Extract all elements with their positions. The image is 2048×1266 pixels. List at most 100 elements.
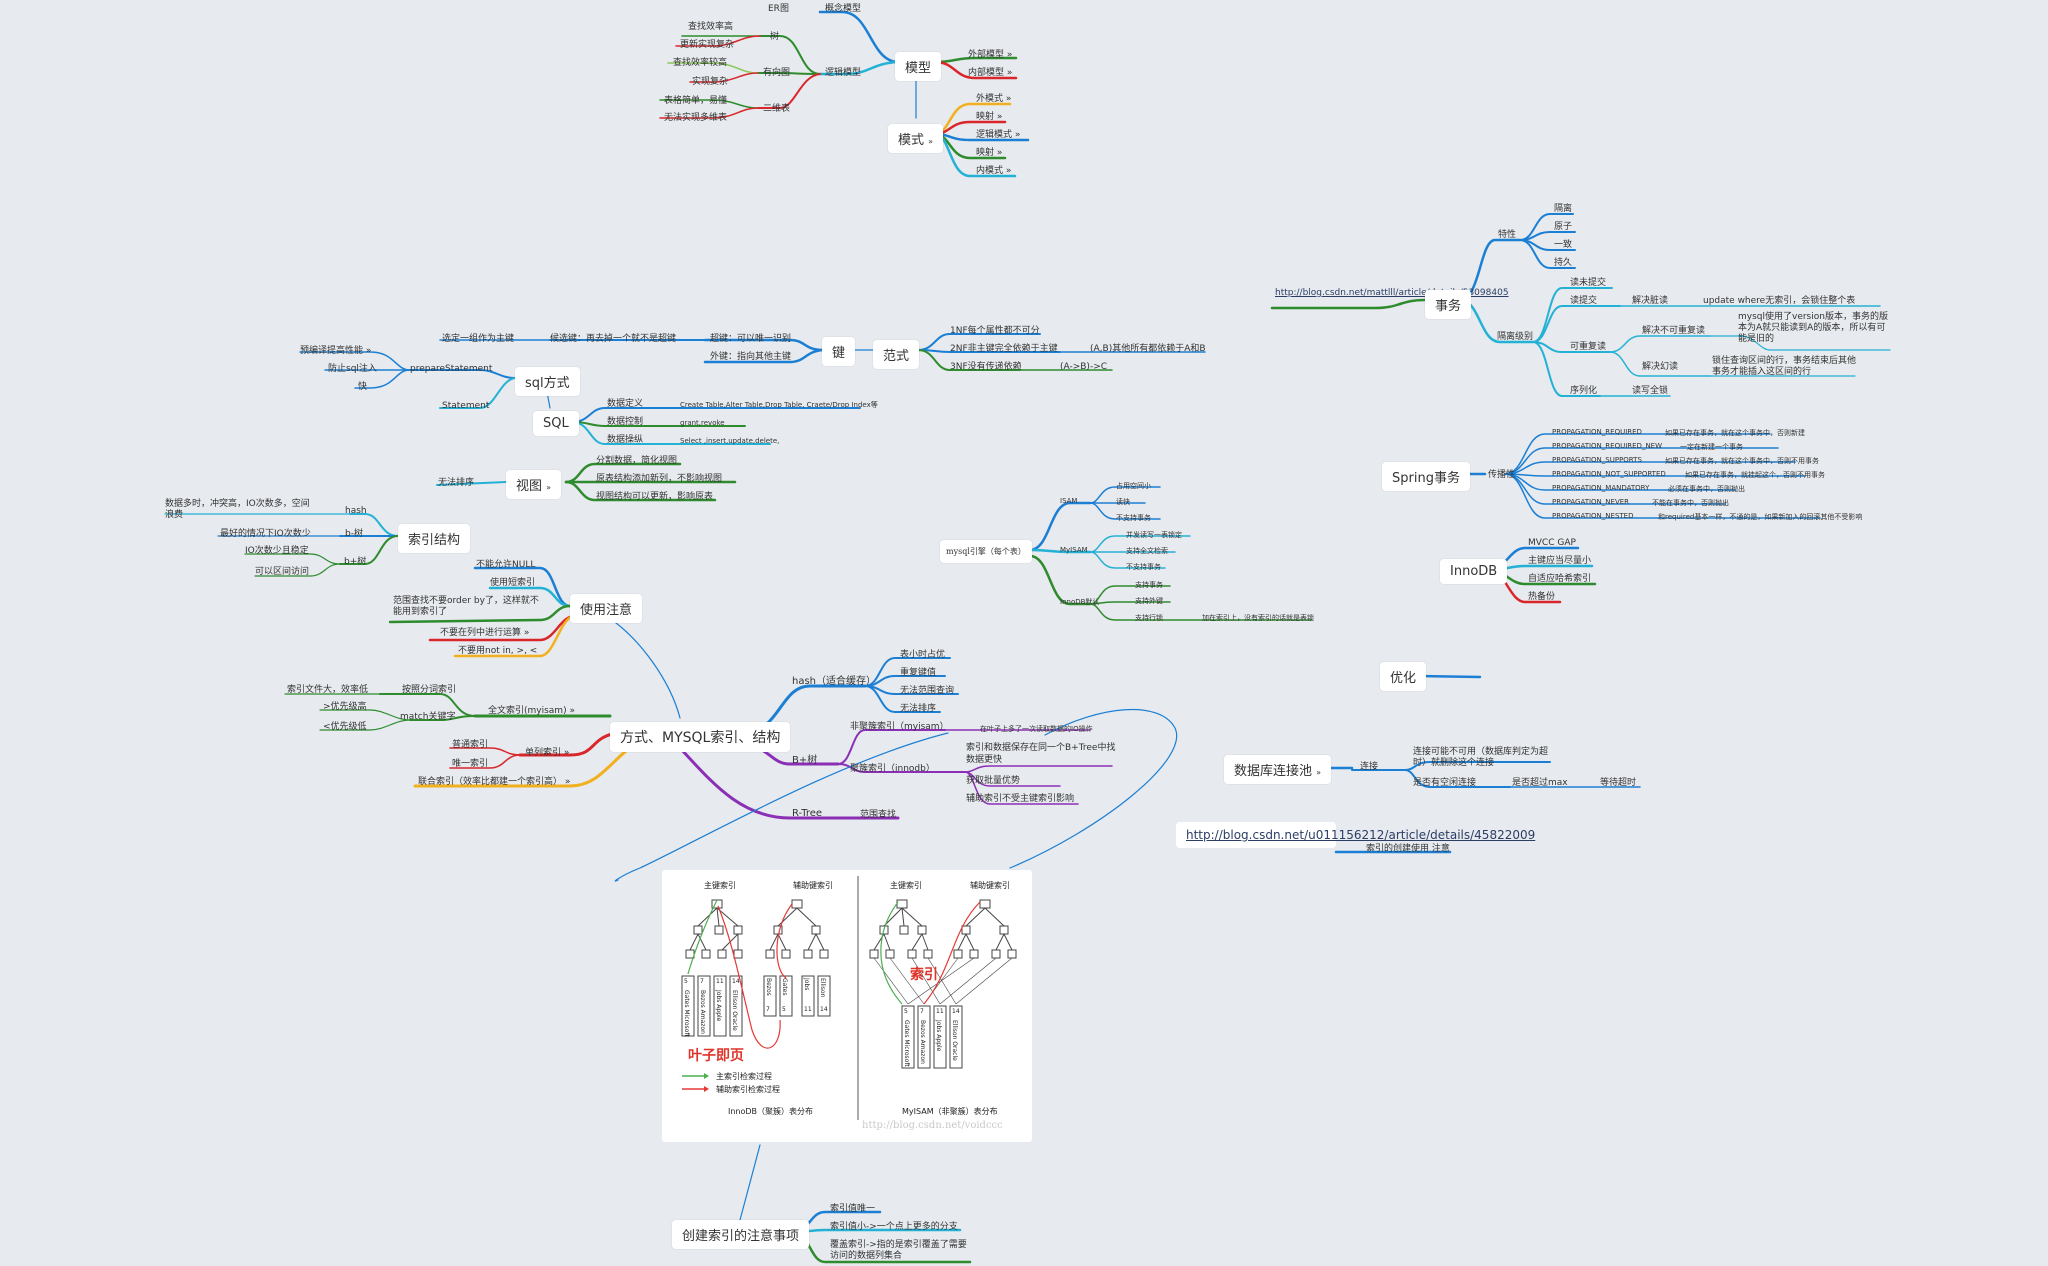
label-prop-nested-desc: 和required基本一样，不通的是，如果新加入的回滚其他不受影响 (1658, 513, 1863, 521)
label-no-sort: 无法排序 (438, 478, 475, 488)
label-btree-desc: 最好的情况下IO次数少 (220, 529, 311, 539)
label-match-kw: match关键字 (400, 712, 456, 722)
label-ci-2: 索引值小->一个点上更多的分支 (830, 1222, 958, 1232)
label-prop-nested: PROPAGATION_NESTED (1552, 512, 1634, 520)
label-prevent-inject: 防止sql注入 (328, 364, 377, 374)
label-statement: Statement (442, 401, 490, 411)
fig-leaf-key: 14 (732, 978, 740, 985)
node-sql-method[interactable]: sql方式 (515, 367, 580, 396)
fig-sec-leaf-key: 5 (782, 1006, 786, 1013)
label-isam-3: 不支持事务 (1116, 514, 1151, 522)
label-ddl: 数据定义 (607, 399, 644, 409)
node-transaction[interactable]: 事务 (1425, 290, 1472, 319)
label-isam: ISAM (1060, 497, 1078, 505)
fig-sec-leaf-key: 7 (766, 1006, 770, 1013)
node-index-structure[interactable]: 索引结构 (398, 524, 471, 553)
fig-sec-leaf-name: Jobs (803, 978, 810, 991)
label-range-query: 范围查找不要order by了，这样就不能用到索引了 (393, 596, 539, 617)
fig-leaf-key: 11 (716, 978, 724, 985)
fig-sec-leaf-name: Bezos (765, 978, 772, 996)
label-dcl: 数据控制 (607, 417, 644, 427)
label-read-committed: 读提交 (1570, 296, 1598, 306)
node-central[interactable]: 方式、MYSQL索引、结构 (610, 722, 791, 752)
label-hash-2: 重复键值 (900, 668, 937, 678)
fig-leaf-page-label: 叶子即页 (688, 1048, 744, 1064)
node-engine[interactable]: mysql引擎（每个表） (940, 540, 1032, 563)
label-logic-model: 逻辑模型 (825, 68, 862, 78)
label-by-word: 按照分词索引 (402, 685, 457, 695)
fig-sec-leaf-key: 14 (820, 1006, 828, 1013)
label-rtree-desc: 范围查找 (860, 810, 897, 820)
node-usage-notes[interactable]: 使用注意 (570, 594, 643, 623)
link-blog-mattlll[interactable]: http://blog.csdn.net/mattlll/article/det… (1275, 288, 1509, 298)
label-prop-supports-desc: 如果已存在事务，就在这个事务中，否则不用事务 (1665, 457, 1819, 465)
node-view[interactable]: 视图 » (506, 470, 562, 499)
label-prop-never: PROPAGATION_NEVER (1552, 498, 1630, 506)
label-precompile: 预编译提高性能 » (300, 346, 372, 356)
label-dml: 数据操纵 (607, 435, 644, 445)
node-spring-tx[interactable]: Spring事务 (1382, 462, 1470, 491)
fig-sec-leaf-name: Gates (781, 978, 788, 996)
label-mapping-2: 映射 » (976, 148, 1003, 158)
label-prop-required-new: PROPAGATION_REQUIRED_NEW (1552, 442, 1663, 450)
label-pk-small: 主键应当尽量小 (1528, 556, 1592, 566)
label-bptree-desc2: 可以区间访问 (255, 567, 310, 577)
label-inner-model: 内部模型 » (968, 68, 1013, 78)
node-blog-link[interactable]: http://blog.csdn.net/u011156212/article/… (1176, 822, 1535, 848)
label-prepare-stmt: prepareStatement (410, 364, 493, 374)
label-digraph: 有向图 (763, 68, 791, 78)
label-prop-supports: PROPAGATION_SUPPORTS (1552, 456, 1642, 464)
label-clustered-2: 获取批量优势 (966, 776, 1021, 786)
label-serializable: 序列化 (1570, 386, 1598, 396)
node-create-index-notes[interactable]: 创建索引的注意事项 (672, 1220, 810, 1249)
fig-myisam-name: Bezos Amazon (919, 1020, 926, 1064)
label-nf3: 3NF没有传递依赖 (950, 362, 1022, 372)
fig-index-label: 索引 (910, 967, 938, 983)
label-innodb-default: InnoDB默认 (1060, 598, 1100, 606)
node-optimize[interactable]: 优化 (1380, 662, 1427, 691)
node-model[interactable]: 模型 (895, 52, 942, 81)
label-mysql-version: mysql使用了version版本，事务的版本为A就只能读到A的版本，所以有可能… (1738, 312, 1888, 344)
label-prop-mandatory: PROPAGATION_MANDATORY (1552, 484, 1650, 492)
label-logic-schema: 逻辑模式 » (976, 130, 1021, 140)
label-isolation-level: 隔离级别 (1497, 332, 1534, 342)
fig-leaf-key: 5 (684, 978, 688, 985)
label-myisam: MyISAM (1060, 546, 1088, 554)
label-tree: 树 (770, 32, 780, 42)
label-feature: 特性 (1498, 230, 1517, 240)
label-myisam-2: 支持全文检索 (1126, 547, 1168, 555)
fig-leaf-name: Jobs Apple (715, 990, 722, 1022)
label-unique-index: 唯一索引 (452, 759, 489, 769)
label-prop-not-supported: PROPAGATION_NOT_SUPPORTED (1552, 470, 1666, 478)
node-normal-form[interactable]: 范式 (873, 340, 920, 369)
node-key[interactable]: 键 (822, 337, 856, 366)
node-innodb[interactable]: InnoDB (1440, 559, 1508, 584)
label-no-null: 不能允许NULL (476, 560, 536, 570)
node-schema[interactable]: 模式 » (888, 124, 944, 153)
label-read-write-lock: 读写全锁 (1632, 386, 1669, 396)
branch-lines (164, 10, 1891, 1264)
label-myisam-3: 不支持事务 (1126, 563, 1161, 571)
label-hot-backup: 热备份 (1528, 592, 1556, 602)
label-fast: 快 (358, 382, 368, 392)
label-inner-schema: 内模式 » (976, 166, 1012, 176)
node-sql[interactable]: SQL (533, 411, 579, 436)
label-concept-model: 概念模型 (825, 4, 862, 14)
label-adaptive-hash: 自适应哈希索引 (1528, 574, 1592, 584)
label-table2d: 二维表 (763, 104, 791, 114)
label-nf2: 2NF非主键完全依赖于主键 (950, 344, 1058, 354)
label-find-eff-high: 查找效率高 (688, 22, 734, 32)
label-ddl-desc: Create Table,Alter Table,Drop Table, Cra… (680, 401, 878, 409)
label-dcl-desc: grant,revoke (680, 419, 725, 427)
fig-myisam-name: Ellison Oracle (951, 1020, 958, 1061)
fig-pk-index-right: 主键索引 (890, 881, 922, 890)
label-rtree: R-Tree (792, 808, 823, 819)
label-no-multi-table: 无法实现多维表 (664, 113, 728, 123)
node-db-pool[interactable]: 数据库连接池 » (1224, 755, 1332, 784)
label-normal-index: 普通索引 (452, 740, 489, 750)
fig-leaf-key: 7 (700, 978, 704, 985)
label-clustered: 聚簇索引（innodb） (850, 764, 935, 774)
fig-leaf-pages-left (681, 975, 743, 1037)
label-outer-model: 外部模型 » (968, 50, 1013, 60)
